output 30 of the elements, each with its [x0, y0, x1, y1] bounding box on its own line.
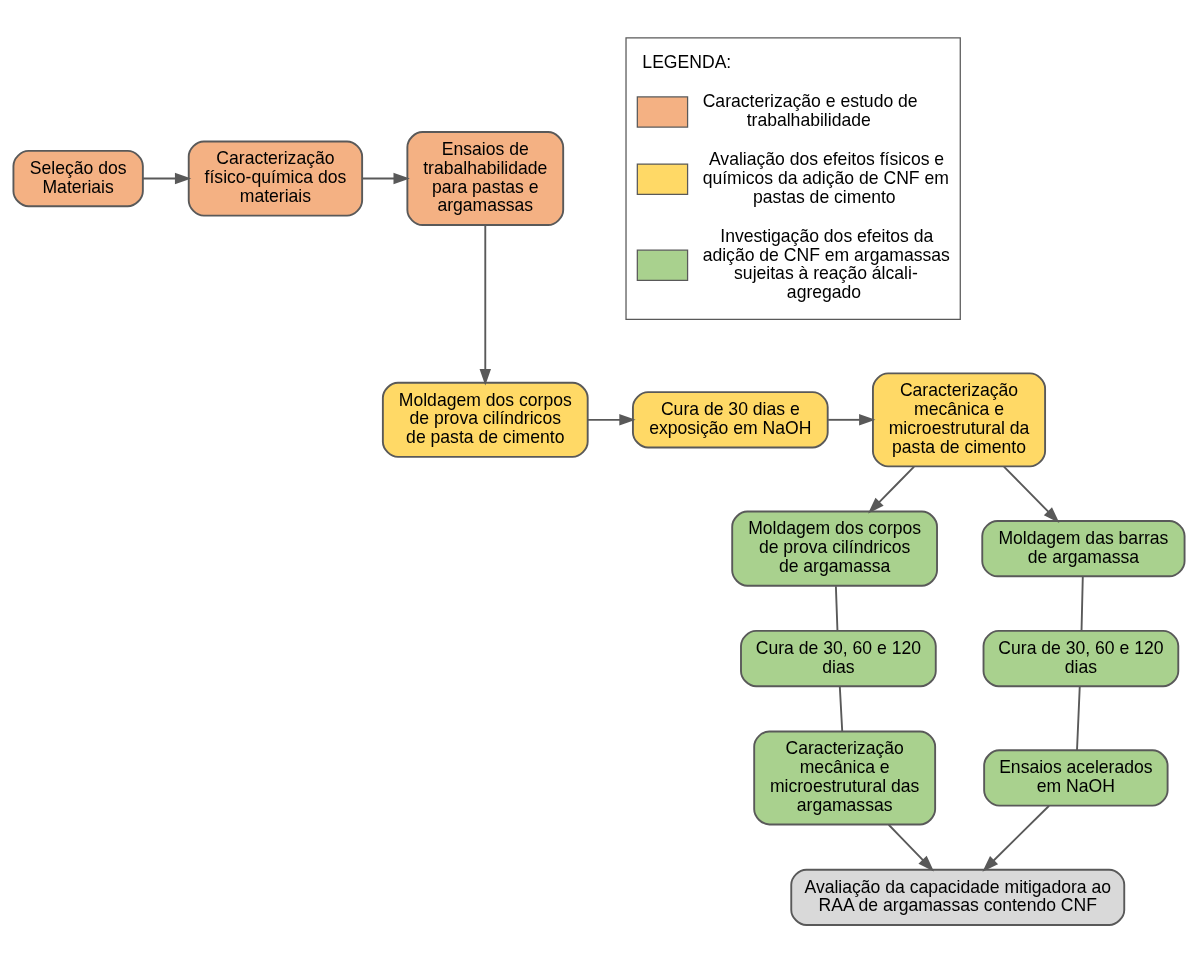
connector	[834, 585, 839, 632]
connector	[1076, 685, 1081, 752]
node-box: Ensaios acelerados em NaOH	[983, 749, 1169, 807]
connector	[1080, 575, 1084, 632]
node-box: Moldagem das barras de argamassa	[981, 520, 1186, 578]
node-box: Moldagem dos corpos de prova cilíndricos de argamassa	[731, 510, 938, 587]
node-box: Cura de 30, 60 e 120 dias	[740, 630, 937, 688]
node-box: Caracterização mecânica e microestrutural da pasta de cimento	[872, 372, 1047, 468]
node-box: Ensaios de trabalhabilidade para pastas e argamassas	[406, 131, 565, 226]
node-box: Caracterização físico-química dos materiais	[187, 140, 364, 217]
legend-label: Investigação dos efeitos da adição de CNF em argamassas sujeitas à reação álcali-agregado	[702, 225, 950, 303]
node-box: Caracterização mecânica e microestrutural das argamassas	[753, 730, 937, 826]
arrow	[868, 465, 916, 514]
arrow	[1002, 465, 1060, 523]
node-box: Moldagem dos corpos de prova cilíndricos de pasta de cimento	[381, 381, 589, 458]
arrow	[982, 804, 1050, 872]
connector	[838, 685, 844, 732]
arrow	[887, 823, 934, 872]
arrow	[479, 224, 491, 386]
arrow	[586, 414, 636, 426]
node-box: Cura de 30, 60 e 120 dias	[982, 630, 1180, 688]
label: LEGENDA:	[642, 52, 732, 73]
arrow	[827, 414, 876, 426]
node-box: Seleção dos Materiais	[12, 150, 144, 208]
legend-label: Avaliação dos efeitos físicos e químicos da adição de CNF em pastas de cimento	[702, 148, 949, 207]
arrow	[361, 172, 410, 185]
legend-label: Caracterização e estudo de trabalhabilidade	[702, 91, 918, 131]
node-box: Cura de 30 dias e exposição em NaOH	[632, 391, 829, 449]
arrow	[141, 172, 192, 185]
node-box: Avaliação da capacidade mitigadora ao RAA de argamassas contendo CNF	[790, 868, 1126, 926]
